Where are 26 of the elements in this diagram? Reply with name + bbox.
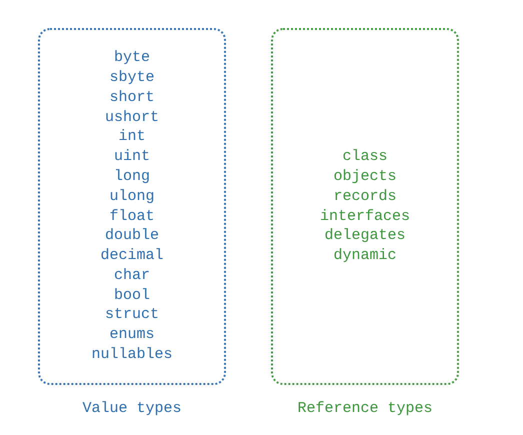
type-name: byte [114,48,150,68]
type-name: short [109,88,154,108]
type-name: long [114,166,150,187]
type-name: int [118,127,146,148]
type-name: interfaces [320,206,410,226]
type-name: delegates [324,226,406,246]
type-name: objects [333,166,396,187]
type-name: struct [104,305,159,326]
type-name: float [109,206,154,226]
type-name: double [104,226,159,246]
type-name: ulong [109,186,154,206]
type-group-box [38,28,226,385]
type-name: dynamic [333,246,396,266]
type-name: records [333,186,396,206]
type-name: bool [114,286,150,306]
type-name: class [342,147,388,167]
type-name: char [114,266,150,286]
type-name: sbyte [109,68,154,88]
type-name: uint [114,147,150,167]
type-name: nullables [91,345,172,365]
type-name: enums [109,325,154,346]
group-caption: Value types [81,399,183,419]
type-group-box [271,28,459,385]
type-name: decimal [100,246,164,266]
group-caption: Reference types [296,399,434,419]
type-name: ushort [104,108,159,128]
